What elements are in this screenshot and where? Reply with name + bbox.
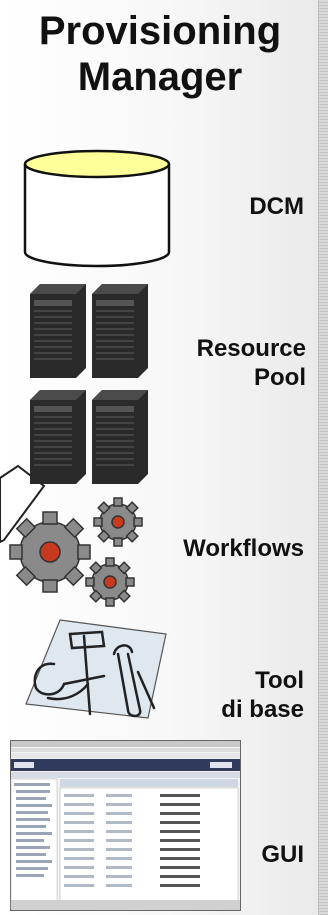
label-resource-pool-line-2: Pool [254,364,306,391]
label-resource-pool-line-1: Resource [196,335,306,362]
label-workflows: Workflows [183,535,304,562]
label-gui: GUI [261,841,304,868]
server-rack-icon [30,284,148,484]
database-cylinder-icon [23,149,171,268]
label-resource-pool: Resource Pool [150,334,306,392]
callout-pointer [0,464,46,544]
gears-icon [9,497,143,607]
title-line-2: Manager [77,55,243,99]
label-tool-line-2: di base [221,696,304,723]
tools-icon [25,619,167,719]
label-dcm: DCM [249,193,304,220]
label-tool-di-base: Tool di base [170,666,304,724]
right-edge-rule [318,0,328,915]
app-screenshot-icon [10,740,241,911]
title-line-1: Provisioning [38,9,282,53]
page-title: Provisioning Manager [0,8,320,100]
label-tool-line-1: Tool [255,667,304,694]
